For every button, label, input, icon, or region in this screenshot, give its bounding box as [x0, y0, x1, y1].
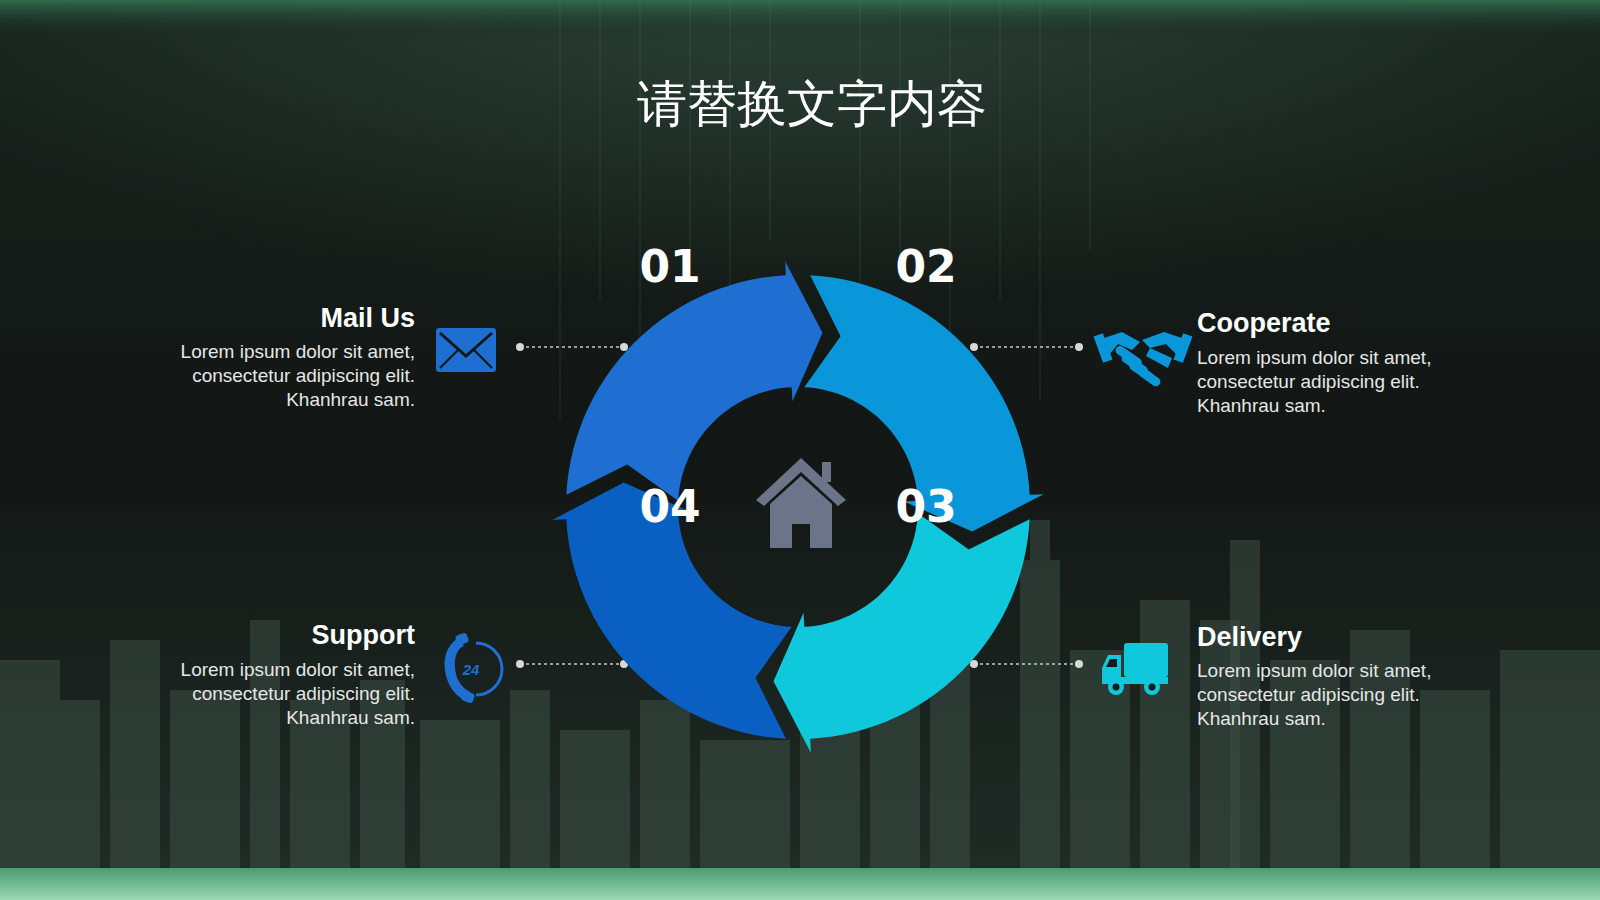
envelope-fold	[440, 350, 492, 368]
item-heading: Mail Us	[320, 302, 415, 334]
handset-end	[455, 632, 470, 646]
handset-end	[461, 690, 476, 704]
item-heading: Delivery	[1197, 621, 1302, 653]
leader-dot	[516, 343, 524, 351]
segment-shape	[798, 507, 1038, 747]
truck-window	[1106, 659, 1117, 667]
envelope-flap	[440, 333, 492, 356]
palm	[1146, 348, 1172, 368]
envelope-icon	[436, 328, 496, 372]
step-number: 02	[895, 245, 956, 289]
segment-shape	[558, 507, 798, 747]
slide-title: 请替换文字内容	[637, 71, 987, 138]
cycle-segment: 02	[798, 267, 1038, 507]
arrow-segment	[566, 261, 822, 500]
leader-line	[974, 346, 1079, 348]
item-body: Lorem ipsum dolor sit amet, consectetur …	[1197, 346, 1487, 418]
leader-dot	[516, 660, 524, 668]
support-24-icon	[445, 632, 503, 704]
step-number: 01	[639, 245, 700, 289]
support-ring	[476, 643, 502, 695]
item-body: Lorem ipsum dolor sit amet, consectetur …	[1197, 659, 1487, 731]
bottom-band	[0, 868, 1600, 900]
truck-icon	[1102, 643, 1168, 695]
leader-line	[974, 663, 1079, 665]
arrow-segment	[552, 483, 791, 739]
arrow-segment	[774, 513, 1030, 752]
item-heading: Cooperate	[1197, 307, 1331, 339]
wheel-hub	[1113, 684, 1120, 691]
cycle-segment: 04	[558, 507, 798, 747]
icon-number: 24	[463, 662, 480, 677]
item-body: Lorem ipsum dolor sit amet, consectetur …	[125, 340, 415, 412]
item-heading: Support	[312, 619, 415, 651]
home-icon	[756, 458, 846, 548]
leader-line	[520, 346, 624, 348]
wheel	[1144, 679, 1160, 695]
wheel	[1108, 679, 1124, 695]
arrow-segment	[804, 275, 1043, 531]
cycle-segment: 01	[558, 267, 798, 507]
finger	[1137, 367, 1162, 388]
handshake-icon	[1094, 332, 1193, 388]
top-band	[0, 0, 1600, 40]
leader-dot	[1075, 343, 1083, 351]
segment-shape	[558, 267, 798, 507]
envelope-body	[436, 328, 496, 372]
glow	[0, 0, 1600, 500]
cuff	[1174, 333, 1193, 363]
leader-dot	[620, 343, 628, 351]
house	[770, 476, 832, 548]
step-number: 04	[639, 485, 700, 529]
item-body: Lorem ipsum dolor sit amet, consectetur …	[125, 658, 415, 730]
leader-dot	[970, 343, 978, 351]
segment-shape	[798, 267, 1038, 507]
chimney	[822, 462, 831, 482]
cuff	[1094, 333, 1113, 363]
wheel-hub	[1149, 684, 1156, 691]
leader-line	[520, 663, 624, 665]
step-number: 03	[895, 485, 956, 529]
leader-dot	[1075, 660, 1083, 668]
truck-cargo	[1124, 643, 1168, 677]
cycle-segment: 03	[798, 507, 1038, 747]
